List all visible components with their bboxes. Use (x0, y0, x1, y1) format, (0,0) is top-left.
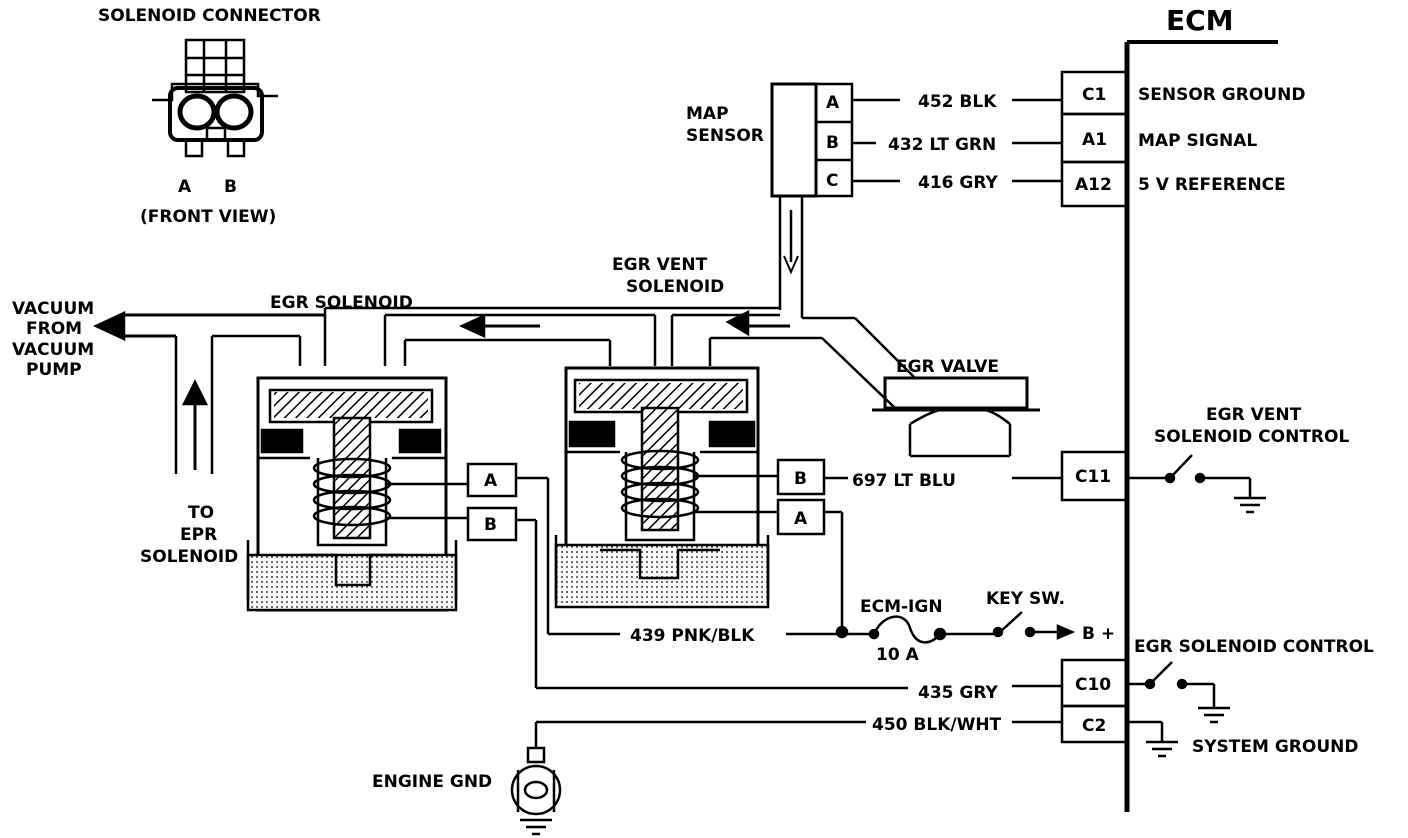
ecm-pin-c2: C2 (1082, 716, 1106, 736)
map-pin-c: C (826, 171, 838, 191)
key-switch-label: KEY SW. (986, 589, 1065, 609)
egr-vent-solenoid-label-line2: SOLENOID (626, 277, 724, 297)
map-pin-a: A (826, 93, 840, 113)
epr-label-line1: TO (188, 503, 214, 523)
map-sensor-label-line2: SENSOR (686, 126, 764, 146)
egr-valve (872, 376, 1040, 458)
wire-439-label: 439 PNK/BLK (630, 626, 755, 646)
ecm-egr-vent-control-line1: EGR VENT (1206, 405, 1302, 425)
ecm-pin-c2-box (1060, 704, 1129, 744)
ecm-5v-reference-label: 5 V REFERENCE (1138, 175, 1286, 195)
engine-ground-icon (510, 764, 562, 836)
ecm-pin-a12-box (1060, 160, 1129, 208)
wire-435-label: 435 GRY (918, 683, 999, 703)
epr-label-line2: EPR (180, 525, 217, 545)
egr-vent-pin-b: B (794, 469, 807, 489)
epr-label-line3: SOLENOID (140, 547, 238, 567)
ecm-ign-fuse-label: ECM-IGN (860, 597, 943, 617)
ecm-pin-a12: A12 (1075, 175, 1112, 195)
wire-697-label: 697 LT BLU (852, 471, 956, 491)
ecm-pin-a1: A1 (1082, 130, 1107, 150)
ecm-pin-c11-box (1060, 450, 1129, 502)
ecm-sensor-ground-label: SENSOR GROUND (1138, 85, 1305, 105)
ecm-egr-solenoid-control-label: EGR SOLENOID CONTROL (1134, 637, 1374, 657)
solenoid-connector-icon (152, 38, 278, 158)
egr-solenoid-label: EGR SOLENOID (270, 293, 413, 313)
connector-pin-b-label: B (224, 177, 237, 197)
wire-432-label: 432 LT GRN (888, 135, 996, 155)
vacuum-label-line1: VACUUM (12, 299, 94, 319)
egr-solenoid-pin-b-box (466, 506, 518, 542)
map-sensor-label-line1: MAP (686, 104, 729, 124)
connector-view-label: (FRONT VIEW) (140, 207, 276, 227)
egr-solenoid-pin-a-box (466, 462, 518, 498)
ecm-map-signal-label: MAP SIGNAL (1138, 131, 1257, 151)
wire-416-label: 416 GRY (918, 173, 999, 193)
ecm-title: ECM (1166, 4, 1234, 37)
egr-solenoid-pin-b: B (484, 515, 497, 535)
vacuum-label-line3: VACUUM (12, 340, 94, 360)
egr-solenoid-pin-a: A (484, 471, 498, 491)
ecm-pin-c1: C1 (1082, 85, 1106, 105)
map-pin-b: B (826, 133, 839, 153)
map-sensor-body (770, 82, 818, 198)
wire-450-label: 450 BLK/WHT (872, 715, 1002, 735)
ecm-pin-c10: C10 (1075, 675, 1111, 695)
egr-solenoid (246, 376, 468, 612)
fuse-rating-label: 10 A (876, 645, 920, 665)
vacuum-label-line4: PUMP (26, 360, 82, 380)
ecm-pin-c11: C11 (1075, 467, 1111, 487)
egr-valve-label: EGR VALVE (896, 357, 999, 377)
battery-label: B + (1082, 624, 1115, 644)
egr-vent-pin-a: A (794, 509, 808, 529)
egr-vent-solenoid (554, 366, 778, 609)
ecm-system-ground-label: SYSTEM GROUND (1192, 737, 1358, 757)
connector-title: SOLENOID CONNECTOR (98, 6, 321, 26)
egr-vent-pin-a-box (776, 498, 826, 536)
engine-ground-label: ENGINE GND (372, 772, 492, 792)
wire-452-label: 452 BLK (918, 92, 997, 112)
connector-pin-a-label: A (178, 177, 192, 197)
vacuum-label-line2: FROM (26, 319, 82, 339)
egr-vent-solenoid-label-line1: EGR VENT (612, 255, 708, 275)
ecm-egr-vent-control-line2: SOLENOID CONTROL (1154, 427, 1349, 447)
